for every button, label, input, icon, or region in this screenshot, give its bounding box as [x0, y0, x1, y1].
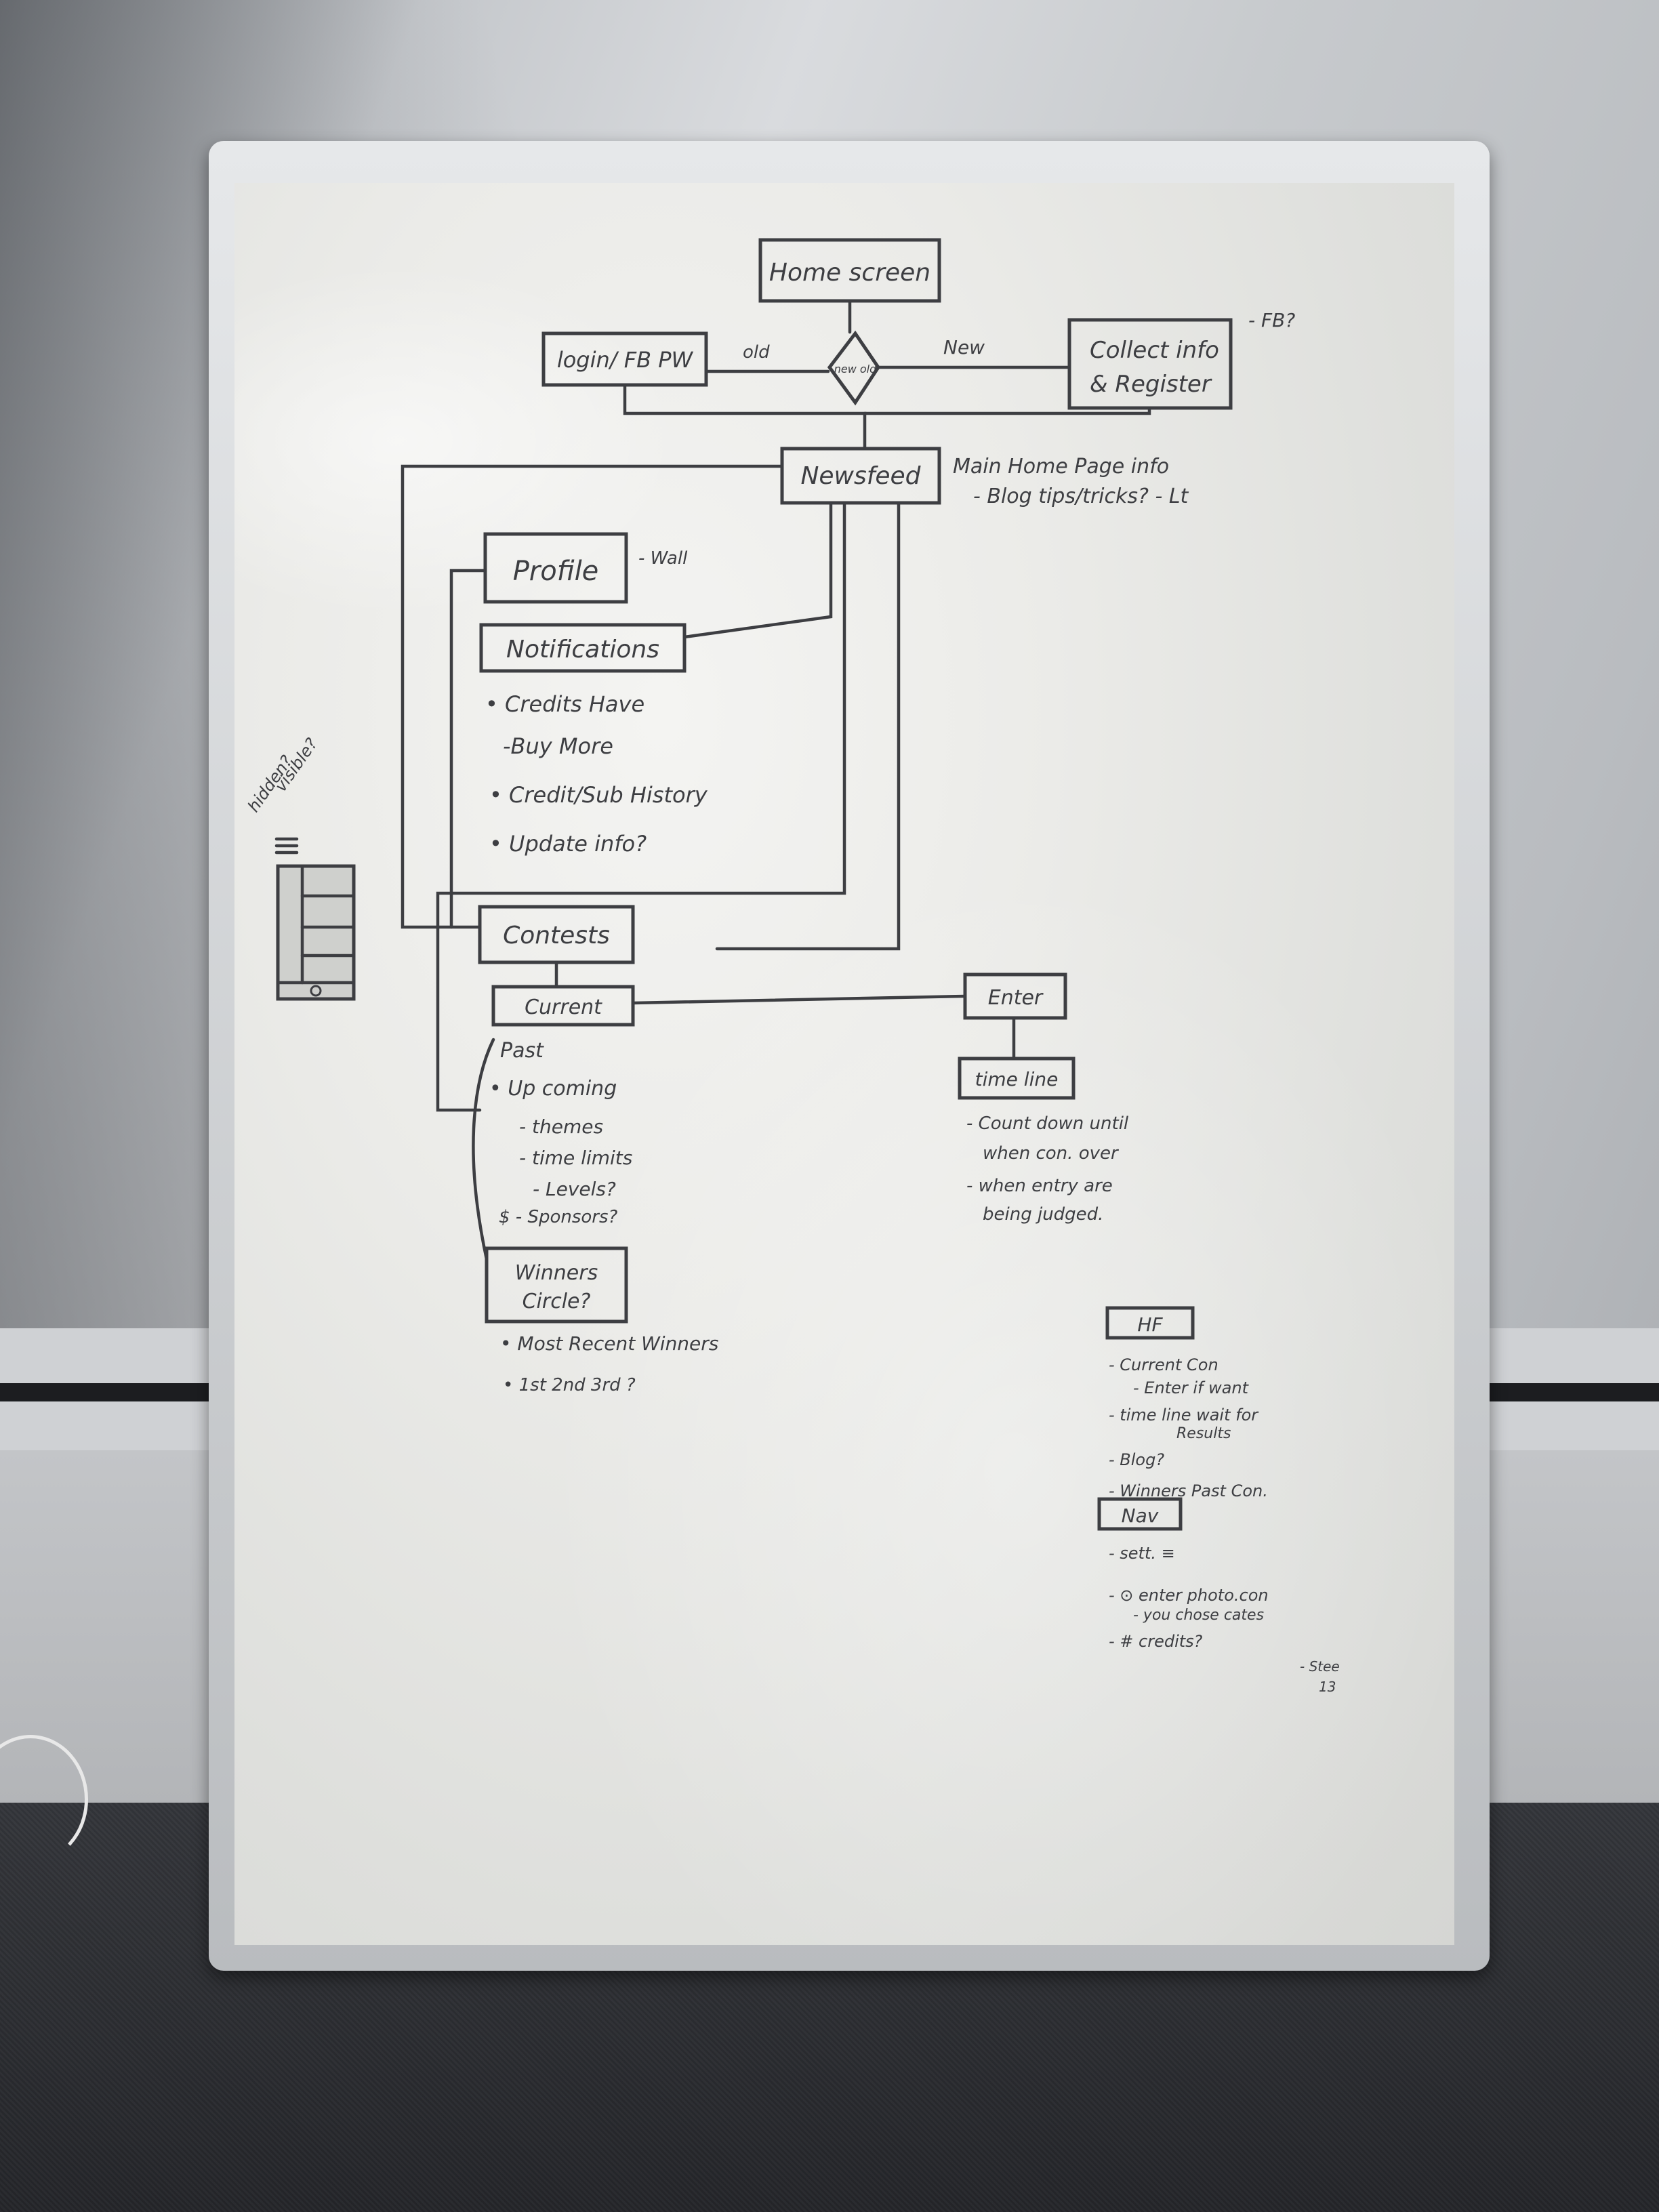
newsfeed-note-2: - Blog tips/tricks? - Lt: [973, 485, 1189, 508]
nav-item-5: - Stee: [1300, 1658, 1340, 1675]
login-label: login/ FB PW: [557, 347, 694, 373]
notifications-box: [479, 623, 687, 673]
home-screen-label: Home screen: [769, 259, 930, 287]
decision-diamond: [827, 330, 881, 406]
contest-item-levels: - Levels?: [533, 1178, 616, 1200]
notification-item-1: • Credits Have: [485, 691, 644, 717]
register-line-1: Collect info: [1090, 337, 1219, 364]
decision-label: new old: [834, 363, 877, 375]
newsfeed-box: [780, 447, 941, 505]
contest-item-time-limits: - time limits: [519, 1147, 632, 1169]
notification-item-2: -Buy More: [503, 733, 613, 759]
notifications-label: Notifications: [506, 636, 659, 663]
timeline-note-1: - Count down until: [966, 1113, 1129, 1134]
nav-item-2: - ⊙ enter photo.con: [1109, 1586, 1269, 1605]
winner-item-1: • Most Recent Winners: [500, 1332, 718, 1355]
hf-item-3: - time line wait for: [1109, 1406, 1259, 1425]
login-merge-line: [623, 383, 867, 449]
hf-label: HF: [1137, 1313, 1163, 1336]
newsfeed-note-1: Main Home Page info: [953, 455, 1169, 478]
new-label: New: [943, 336, 985, 359]
timeline-label: time line: [975, 1068, 1059, 1090]
hf-item-6: - Winners Past Con.: [1109, 1481, 1268, 1500]
enter-label: Enter: [988, 986, 1044, 1010]
profile-note: - Wall: [638, 548, 688, 569]
nav-item-3: - you chose cates: [1133, 1607, 1264, 1624]
hf-item-5: - Blog?: [1109, 1450, 1164, 1469]
notification-item-4: • Update info?: [489, 831, 647, 857]
contest-item-past: Past: [500, 1039, 544, 1063]
register-line-2: & Register: [1090, 371, 1212, 398]
current-label: Current: [525, 996, 602, 1019]
hf-item-1: - Current Con: [1109, 1355, 1218, 1374]
winners-line-2: Circle?: [523, 1290, 591, 1313]
contest-item-themes: - themes: [519, 1115, 603, 1138]
nav-item-6: 13: [1319, 1679, 1336, 1695]
hf-item-2: - Enter if want: [1133, 1378, 1250, 1397]
nav-item-4: - # credits?: [1109, 1632, 1203, 1651]
whiteboard-surface: Home screen login/ FB PW old new old New…: [234, 183, 1454, 1945]
newsfeed-to-winners-line: [436, 501, 846, 1112]
menu-icon: [274, 837, 299, 855]
hf-item-4: Results: [1176, 1425, 1231, 1442]
winner-item-2: • 1st 2nd 3rd ?: [503, 1375, 636, 1395]
current-box: [491, 985, 635, 1027]
winners-box: [485, 1246, 628, 1324]
contest-item-sponsors: $ - Sponsors?: [499, 1207, 618, 1227]
timeline-note-4: being judged.: [983, 1204, 1103, 1225]
notification-item-3: • Credit/Sub History: [489, 782, 708, 808]
current-to-enter-line: [631, 994, 967, 1005]
contests-label: Contests: [503, 922, 610, 949]
nav-box: [1097, 1497, 1183, 1531]
winners-line-1: Winners: [515, 1261, 598, 1285]
nav-item-1: - sett. ≡: [1109, 1544, 1175, 1563]
profile-label: Profile: [513, 556, 599, 587]
timeline-note-3: - when entry are: [966, 1176, 1113, 1196]
register-merge-line: [863, 406, 1151, 415]
contest-item-upcoming: • Up coming: [489, 1077, 617, 1101]
notifications-to-newsfeed-line: [682, 501, 833, 639]
hf-box: [1105, 1306, 1195, 1340]
profile-box: [483, 532, 628, 604]
timeline-box: [958, 1057, 1076, 1100]
phone-sketch: [276, 864, 356, 1001]
profile-left-line: [449, 569, 487, 929]
white-cable: [0, 1735, 88, 1864]
past-to-winners-arrow: [472, 1038, 495, 1261]
newsfeed-to-contests-line: [401, 464, 784, 929]
fb-note: - FB?: [1248, 309, 1295, 331]
newsfeed-label: Newsfeed: [800, 462, 921, 490]
newsfeed-right-line: [715, 501, 901, 951]
timeline-note-2: when con. over: [983, 1143, 1120, 1164]
phone-button: [310, 985, 322, 997]
old-label: old: [743, 342, 770, 363]
whiteboard-drawing: Home screen login/ FB PW old new old New…: [244, 238, 1340, 1695]
nav-label: Nav: [1122, 1504, 1159, 1527]
